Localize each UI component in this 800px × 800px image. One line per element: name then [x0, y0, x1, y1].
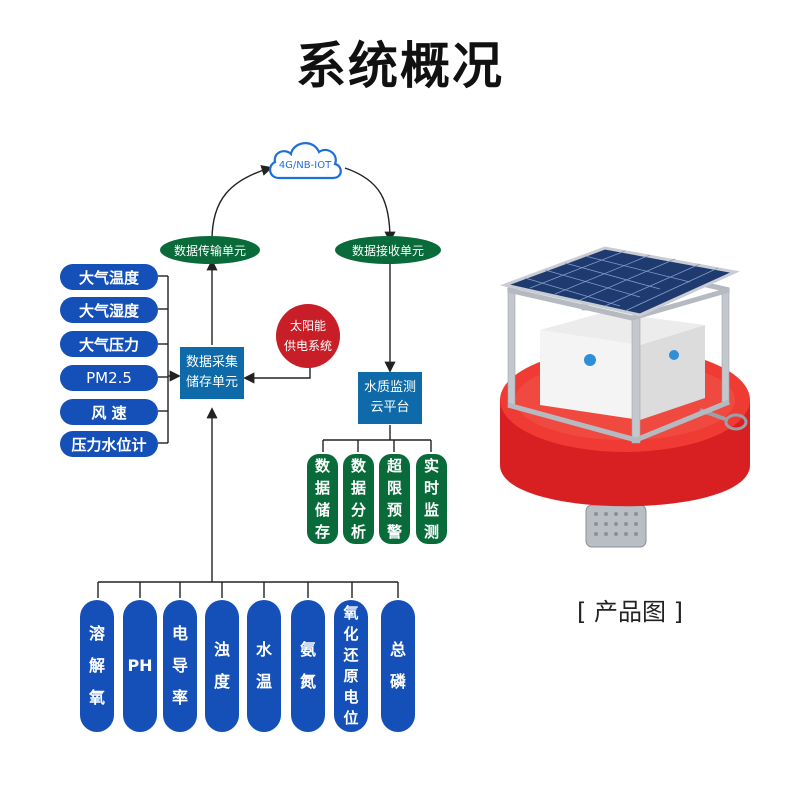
water-param-char: 导 [171, 656, 188, 675]
cloud-label: 4G/NB-IOT [278, 160, 332, 171]
platform-function-char: 数 [314, 457, 330, 475]
water-param-char: 磷 [389, 672, 406, 691]
sensor-pm25: PM2.5 [60, 365, 158, 391]
platform-function-char: 实 [423, 457, 439, 475]
sensor-air-temperature: 大气温度 [60, 264, 158, 290]
platform-function-char: 存 [314, 523, 330, 541]
platform-line-2: 云平台 [370, 400, 410, 415]
sensor-wind-speed: 风 速 [60, 399, 158, 425]
cloud-platform-node: 水质监测 云平台 [358, 372, 422, 424]
water-param-7: 总磷 [381, 600, 415, 732]
platform-function-char: 超 [386, 457, 402, 475]
platform-function-3: 实时监测 [416, 454, 447, 544]
receive-unit-node: 数据接收单元 [335, 236, 441, 264]
cloud-icon [269, 142, 342, 180]
platform-function-char: 据 [314, 479, 330, 497]
platform-function-char: 监 [423, 501, 439, 519]
platform-function-char: 据 [350, 479, 366, 497]
water-param-char: 氧 [88, 688, 105, 707]
water-param-char: 解 [88, 656, 105, 675]
solar-power-node: 太阳能 供电系统 [276, 304, 340, 368]
platform-function-char: 预 [386, 501, 402, 519]
platform-function-1: 数据分析 [343, 454, 374, 544]
transmit-unit-node: 数据传输单元 [160, 236, 260, 264]
water-param-char: 氧 [343, 604, 359, 622]
water-param-char: 浊 [213, 640, 230, 659]
platform-function-char: 析 [350, 523, 366, 541]
water-param-char: 度 [213, 672, 230, 691]
product-caption: [ 产品图 ] [577, 598, 683, 626]
water-param-char: PH [127, 656, 153, 675]
water-param-char: 氨 [299, 640, 316, 659]
water-param-4: 水温 [247, 600, 281, 732]
water-param-char: 位 [343, 709, 359, 727]
water-param-6: 氧化还原电位 [334, 600, 368, 732]
collect-unit-node: 数据采集 储存单元 [180, 347, 244, 399]
platform-function-char: 限 [386, 479, 402, 497]
platform-function-char: 储 [314, 501, 330, 519]
water-param-char: 电 [171, 624, 188, 643]
platform-function-char: 数 [350, 457, 366, 475]
water-param-5: 氨氮 [291, 600, 325, 732]
brand-logo-icon [584, 354, 596, 366]
water-param-2: 电导率 [163, 600, 197, 732]
collect-unit-line-2: 储存单元 [185, 375, 238, 390]
sensor-air-humidity: 大气湿度 [60, 297, 158, 323]
solar-line-2: 供电系统 [283, 339, 332, 353]
water-param-char: 氮 [299, 672, 316, 691]
water-param-char: 原 [343, 667, 359, 685]
water-param-3: 浊度 [205, 600, 239, 732]
solar-line-1: 太阳能 [289, 319, 326, 333]
water-param-char: 温 [255, 672, 272, 691]
water-param-char: 化 [343, 625, 359, 643]
water-param-char: 水 [255, 640, 272, 659]
platform-function-char: 测 [423, 523, 439, 541]
water-param-char: 总 [389, 640, 406, 659]
sensor-water-level: 压力水位计 [60, 431, 158, 457]
platform-function-char: 警 [386, 523, 402, 541]
sensor-air-pressure: 大气压力 [60, 331, 158, 357]
platform-function-char: 分 [350, 501, 366, 519]
water-param-0: 溶解氧 [80, 600, 114, 732]
platform-function-2: 超限预警 [379, 454, 410, 544]
platform-line-1: 水质监测 [363, 380, 416, 395]
water-param-char: 率 [171, 688, 188, 707]
platform-function-0: 数据储存 [307, 454, 338, 544]
cloud-node: 4G/NB-IOT [265, 134, 345, 184]
page-title: 系统概况 [296, 37, 504, 95]
platform-function-char: 时 [423, 479, 439, 497]
water-param-char: 溶 [88, 624, 105, 643]
collect-unit-line-1: 数据采集 [185, 355, 238, 370]
water-param-char: 还 [343, 646, 359, 664]
water-param-1: PH [123, 600, 157, 732]
water-param-char: 电 [343, 688, 359, 706]
